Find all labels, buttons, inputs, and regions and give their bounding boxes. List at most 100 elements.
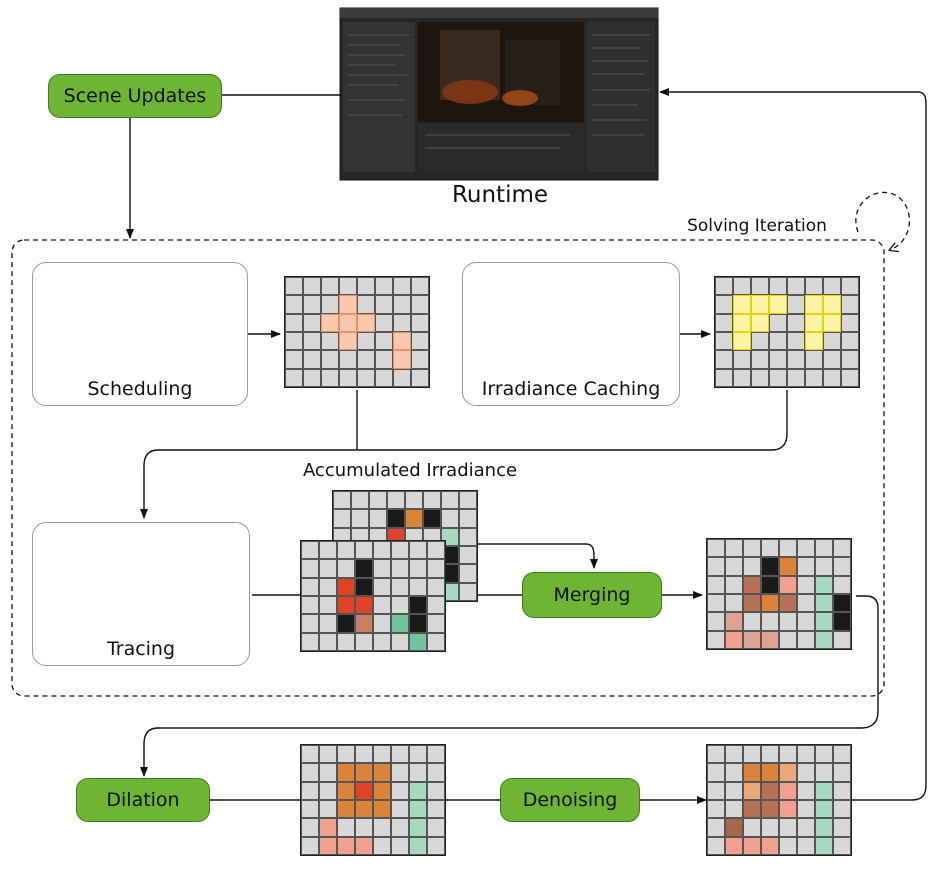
- grid-cell: [725, 594, 743, 613]
- grid-cell: [357, 295, 375, 314]
- grid-cell: [321, 295, 339, 314]
- grid-cell: [805, 350, 823, 369]
- grid-cell: [769, 277, 787, 296]
- grid-cell: [373, 763, 391, 782]
- grid-cell: [319, 800, 337, 819]
- grid-cell: [725, 745, 743, 764]
- grid-cell: [761, 763, 779, 782]
- grid-cell: [769, 332, 787, 351]
- grid-cell: [337, 614, 355, 633]
- grid-cell: [459, 527, 477, 546]
- grid-cell: [779, 745, 797, 764]
- grid-cell: [373, 632, 391, 651]
- grid-cell: [833, 594, 851, 613]
- grid-cell: [823, 350, 841, 369]
- grid-cell: [805, 332, 823, 351]
- grid-cell: [761, 630, 779, 649]
- grid-cell: [337, 745, 355, 764]
- grid-cell: [409, 559, 427, 578]
- grid-cell: [707, 612, 725, 631]
- grid-cell: [301, 596, 319, 615]
- grid-cell: [357, 350, 375, 369]
- grid-cell: [409, 818, 427, 837]
- grid-cell: [301, 800, 319, 819]
- grid-cell: [725, 612, 743, 631]
- denoising-node: Denoising: [500, 778, 640, 822]
- grid-cell: [337, 781, 355, 800]
- grid-cell: [815, 763, 833, 782]
- grid-cell: [797, 781, 815, 800]
- grid-cell: [779, 763, 797, 782]
- grid-cell: [707, 836, 725, 855]
- grid-cell: [427, 745, 445, 764]
- grid-cell: [779, 594, 797, 613]
- grid-cell: [339, 368, 357, 387]
- grid-cell: [393, 295, 411, 314]
- grid-cell: [357, 313, 375, 332]
- grid-cell: [815, 575, 833, 594]
- runtime-screenshot: [339, 7, 659, 181]
- grid-cell: [391, 781, 409, 800]
- merging-node: Merging: [522, 572, 662, 618]
- grid-cell: [423, 491, 441, 510]
- grid-cell: [373, 614, 391, 633]
- grid-cell: [743, 539, 761, 558]
- grid-cell: [779, 557, 797, 576]
- grid-cell: [797, 745, 815, 764]
- grid-cell: [337, 541, 355, 560]
- scheduling-grid: [284, 276, 430, 388]
- grid-cell: [391, 763, 409, 782]
- grid-cell: [769, 313, 787, 332]
- grid-cell: [411, 295, 429, 314]
- grid-cell: [815, 818, 833, 837]
- grid-cell: [375, 295, 393, 314]
- grid-cell: [823, 277, 841, 296]
- grid-cell: [725, 630, 743, 649]
- grid-cell: [815, 539, 833, 558]
- grid-cell: [761, 557, 779, 576]
- grid-cell: [459, 564, 477, 583]
- grid-cell: [805, 295, 823, 314]
- grid-cell: [319, 632, 337, 651]
- grid-cell: [373, 818, 391, 837]
- grid-cell: [787, 277, 805, 296]
- grid-cell: [797, 800, 815, 819]
- grid-cell: [355, 596, 373, 615]
- grid-cell: [355, 577, 373, 596]
- grid-cell: [373, 559, 391, 578]
- grid-cell: [833, 763, 851, 782]
- grid-cell: [357, 368, 375, 387]
- grid-cell: [319, 541, 337, 560]
- irradiance-cache-grid: [714, 276, 860, 388]
- tracing-label: Tracing: [106, 638, 176, 660]
- grid-cell: [319, 614, 337, 633]
- grid-cell: [411, 313, 429, 332]
- tracing-panel: [32, 522, 250, 666]
- grid-cell: [779, 539, 797, 558]
- grid-cell: [393, 277, 411, 296]
- grid-cell: [761, 781, 779, 800]
- grid-cell: [707, 594, 725, 613]
- scheduling-panel: [32, 262, 248, 406]
- grid-cell: [787, 368, 805, 387]
- grid-cell: [751, 368, 769, 387]
- grid-cell: [761, 575, 779, 594]
- grid-cell: [337, 836, 355, 855]
- grid-cell: [301, 632, 319, 651]
- grid-cell: [797, 575, 815, 594]
- grid-cell: [373, 541, 391, 560]
- grid-cell: [725, 818, 743, 837]
- grid-cell: [459, 546, 477, 565]
- grid-cell: [373, 596, 391, 615]
- grid-cell: [743, 630, 761, 649]
- grid-cell: [355, 763, 373, 782]
- grid-cell: [409, 614, 427, 633]
- grid-cell: [405, 509, 423, 528]
- grid-cell: [355, 541, 373, 560]
- grid-cell: [787, 332, 805, 351]
- grid-cell: [355, 745, 373, 764]
- grid-cell: [779, 836, 797, 855]
- grid-cell: [373, 781, 391, 800]
